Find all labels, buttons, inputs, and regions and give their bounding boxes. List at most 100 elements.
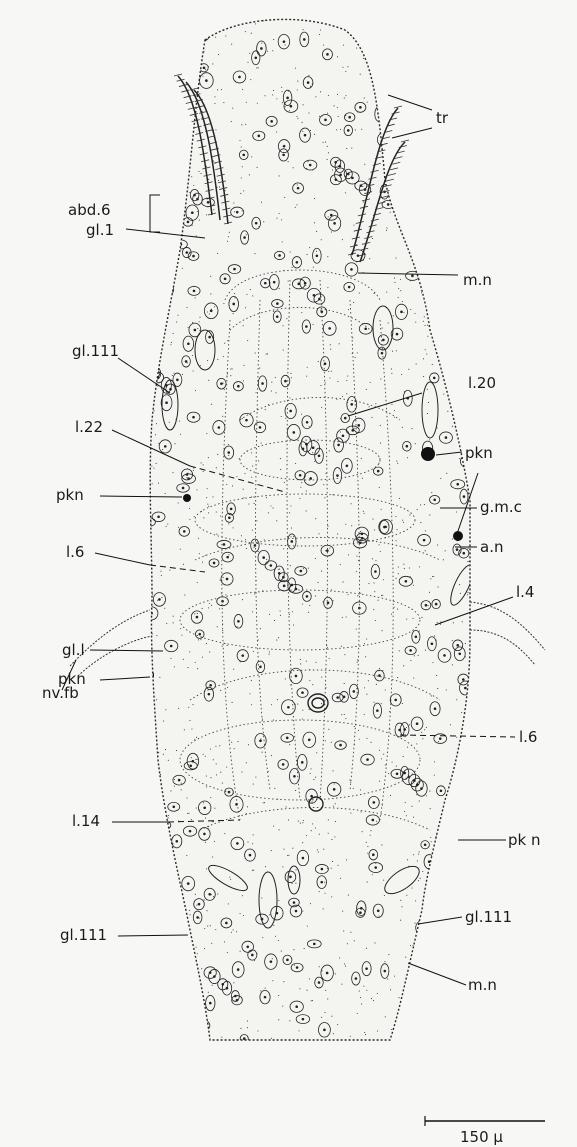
stipple-dot: [306, 835, 307, 836]
stipple-dot: [373, 609, 374, 610]
stipple-dot: [425, 166, 426, 167]
stipple-dot: [456, 737, 457, 738]
stipple-dot: [159, 884, 160, 885]
stipple-dot: [216, 534, 217, 535]
stipple-dot: [325, 990, 326, 991]
stipple-dot: [395, 257, 396, 258]
stipple-dot: [301, 312, 302, 313]
stipple-dot: [194, 613, 195, 614]
stipple-dot: [340, 129, 341, 130]
stipple-dot: [393, 315, 394, 316]
stipple-dot: [319, 891, 320, 892]
stipple-dot: [302, 911, 303, 912]
stipple-dot: [447, 1027, 448, 1028]
stipple-dot: [170, 262, 171, 263]
stipple-dot: [448, 1012, 449, 1013]
stipple-dot: [252, 870, 253, 871]
stipple-dot: [342, 239, 343, 240]
stipple-dot: [309, 247, 310, 248]
stipple-dot: [312, 684, 313, 685]
cell: [447, 357, 459, 369]
stipple-dot: [172, 472, 173, 473]
stipple-dot: [190, 31, 191, 32]
stipple-dot: [217, 253, 218, 254]
stipple-dot: [397, 463, 398, 464]
stipple-dot: [431, 695, 432, 696]
stipple-dot: [382, 327, 383, 328]
stipple-dot: [203, 754, 204, 755]
stipple-dot: [443, 394, 444, 395]
stipple-dot: [260, 442, 261, 443]
stipple-dot: [446, 84, 447, 85]
stipple-dot: [373, 582, 374, 583]
stipple-dot: [418, 655, 419, 656]
stipple-dot: [398, 171, 399, 172]
stipple-dot: [237, 995, 238, 996]
stipple-dot: [260, 628, 261, 629]
stipple-dot: [459, 111, 460, 112]
stipple-dot: [266, 354, 267, 355]
cell: [457, 393, 469, 408]
stipple-dot: [311, 1000, 312, 1001]
stipple-dot: [163, 933, 164, 934]
stipple-dot: [300, 487, 301, 488]
stipple-dot: [415, 189, 416, 190]
stipple-dot: [191, 176, 192, 177]
stipple-dot: [366, 948, 367, 949]
stipple-dot: [189, 956, 190, 957]
stipple-dot: [170, 181, 171, 182]
stipple-dot: [344, 714, 345, 715]
stipple-dot: [306, 168, 307, 169]
stipple-dot: [230, 375, 231, 376]
stipple-dot: [353, 788, 354, 789]
stipple-dot: [379, 781, 380, 782]
stipple-dot: [391, 614, 392, 615]
cell: [458, 1019, 468, 1027]
stipple-dot: [302, 822, 303, 823]
stipple-dot: [331, 1016, 332, 1017]
stipple-dot: [152, 797, 153, 798]
stipple-dot: [449, 1014, 450, 1015]
bristle-tick: [401, 140, 409, 142]
stipple-dot: [434, 761, 435, 762]
stipple-dot: [427, 325, 428, 326]
stipple-dot: [156, 635, 157, 636]
stipple-dot: [356, 48, 357, 49]
stipple-dot: [313, 267, 314, 268]
stipple-dot: [363, 58, 364, 59]
stipple-dot: [170, 159, 171, 160]
stipple-dot: [154, 925, 155, 926]
stipple-dot: [197, 328, 198, 329]
stipple-dot: [229, 877, 230, 878]
stipple-dot: [446, 71, 447, 72]
stipple-dot: [440, 279, 441, 280]
stipple-dot: [273, 507, 274, 508]
stipple-dot: [427, 336, 428, 337]
stipple-dot: [325, 142, 326, 143]
stipple-dot: [184, 924, 185, 925]
stipple-dot: [303, 104, 304, 105]
stipple-dot: [423, 376, 424, 377]
stipple-dot: [168, 815, 169, 816]
stipple-dot: [323, 698, 324, 699]
stipple-dot: [242, 210, 243, 211]
stipple-dot: [214, 841, 215, 842]
stipple-dot: [424, 325, 425, 326]
stipple-dot: [322, 601, 323, 602]
stipple-dot: [195, 662, 196, 663]
stipple-dot: [416, 120, 417, 121]
stipple-dot: [165, 292, 166, 293]
stipple-dot: [307, 161, 308, 162]
stipple-dot: [272, 94, 273, 95]
stipple-dot: [253, 547, 254, 548]
stipple-dot: [166, 623, 167, 624]
stipple-dot: [241, 124, 242, 125]
stipple-dot: [448, 139, 449, 140]
stipple-dot: [427, 941, 428, 942]
stipple-dot: [247, 1021, 248, 1022]
stipple-dot: [450, 724, 451, 725]
stipple-dot: [242, 895, 243, 896]
stipple-dot: [322, 303, 323, 304]
stipple-dot: [437, 544, 438, 545]
stipple-dot: [263, 20, 264, 21]
